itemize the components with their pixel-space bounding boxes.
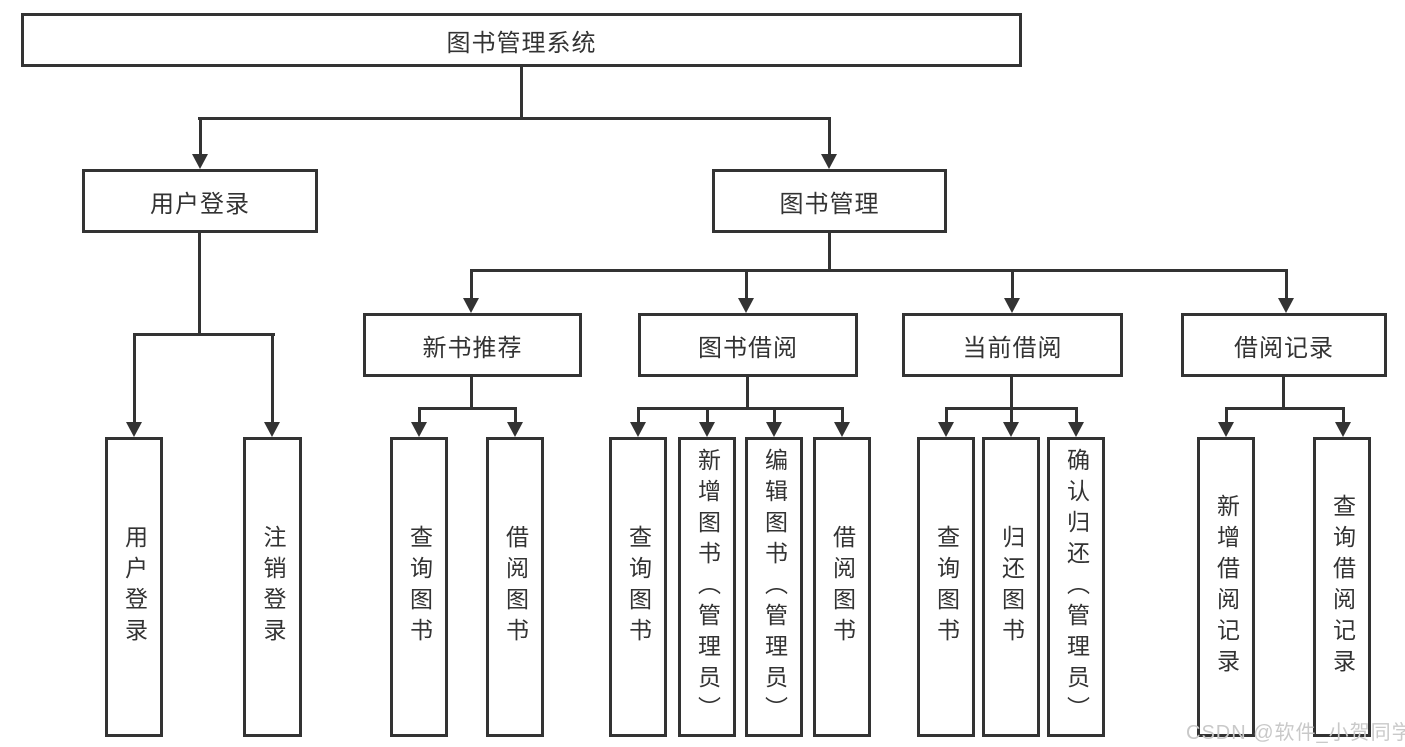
leaf-return-books: 归还图书 <box>982 437 1040 737</box>
leaf-label: 查询图书 <box>933 525 960 649</box>
node-label: 借阅记录 <box>1234 334 1334 362</box>
leaf-user-login: 用户登录 <box>105 437 163 737</box>
leaf-confirm-return-admin: 确认归还（管理员） <box>1047 437 1105 737</box>
leaf-label: 查询借阅记录 <box>1329 494 1356 680</box>
connector-new-book-distributor <box>418 407 517 410</box>
node-label: 用户登录 <box>150 190 250 218</box>
arrow-to-book-management <box>821 119 837 169</box>
leaf-borrow-books-under-book-borrow: 借阅图书 <box>813 437 871 737</box>
arrow-to-user-login <box>192 119 208 169</box>
arrow-to-leaf-confirm-return <box>1068 409 1084 437</box>
node-library-management-system: 图书管理系统 <box>21 13 1022 67</box>
connector-book-borrow-stem <box>746 376 749 410</box>
arrow-to-leaf-borrow-books-1 <box>507 409 523 437</box>
arrow-to-leaf-borrow-books-2 <box>834 409 850 437</box>
leaf-label: 编辑图书（管理员） <box>761 447 788 727</box>
connector-borrow-records-distributor <box>1225 407 1345 410</box>
connector-level3-distributor <box>470 269 1288 272</box>
leaf-label: 新增图书（管理员） <box>694 447 721 727</box>
leaf-query-borrow-record: 查询借阅记录 <box>1313 437 1371 737</box>
connector-book-borrow-distributor <box>637 407 844 410</box>
node-label: 图书管理系统 <box>446 29 597 57</box>
leaf-add-books-admin: 新增图书（管理员） <box>678 437 736 737</box>
arrow-to-leaf-add-books <box>699 409 715 437</box>
connector-current-borrow-distributor <box>945 407 1078 410</box>
leaf-label: 用户登录 <box>121 525 148 649</box>
connector-book-management-stem <box>828 231 831 272</box>
leaf-label: 确认归还（管理员） <box>1063 447 1090 727</box>
leaf-label: 注销登录 <box>260 525 286 649</box>
node-book-borrow: 图书借阅 <box>638 313 858 377</box>
leaf-edit-books-admin: 编辑图书（管理员） <box>745 437 803 737</box>
node-new-book-recommend: 新书推荐 <box>363 313 582 377</box>
node-current-borrow: 当前借阅 <box>902 313 1123 377</box>
arrow-to-leaf-user-login <box>126 335 142 437</box>
arrow-to-leaf-query-borrow-record <box>1335 409 1351 437</box>
leaf-label: 归还图书 <box>998 525 1025 649</box>
arrow-to-borrow-records <box>1278 271 1294 313</box>
arrow-to-leaf-query-books-3 <box>938 409 954 437</box>
leaf-logout-login: 注销登录 <box>243 437 302 737</box>
node-user-login: 用户登录 <box>82 169 318 233</box>
node-label: 图书管理 <box>779 190 880 218</box>
node-label: 当前借阅 <box>962 334 1063 362</box>
leaf-label: 新增借阅记录 <box>1213 494 1240 680</box>
connector-root-distributor <box>198 117 831 120</box>
connector-root-stem <box>520 65 523 120</box>
leaf-query-books-under-current-borrow: 查询图书 <box>917 437 975 737</box>
leaf-label: 借阅图书 <box>829 525 856 649</box>
arrow-to-leaf-query-books-2 <box>630 409 646 437</box>
node-borrow-records: 借阅记录 <box>1181 313 1387 377</box>
arrow-to-book-borrow <box>738 271 754 313</box>
leaf-borrow-books-under-new-book: 借阅图书 <box>486 437 544 737</box>
leaf-query-books-under-new-book: 查询图书 <box>390 437 448 737</box>
leaf-label: 查询图书 <box>625 525 652 649</box>
connector-user-login-distributor <box>133 333 275 336</box>
arrow-to-leaf-logout <box>264 335 280 437</box>
connector-new-book-stem <box>470 376 473 410</box>
connector-user-login-stem <box>198 232 201 336</box>
node-label: 图书借阅 <box>698 334 798 362</box>
leaf-label: 借阅图书 <box>502 525 529 649</box>
csdn-watermark: CSDN @软件_小贺同学 <box>1186 722 1405 744</box>
arrow-to-leaf-edit-books <box>766 409 782 437</box>
leaf-label: 查询图书 <box>406 525 433 649</box>
leaf-query-books-under-book-borrow: 查询图书 <box>609 437 667 737</box>
node-label: 新书推荐 <box>422 334 523 362</box>
arrow-to-leaf-return-books <box>1003 409 1019 437</box>
arrow-to-leaf-query-books-1 <box>411 409 427 437</box>
node-book-management: 图书管理 <box>712 169 947 233</box>
arrow-to-new-book-recommend <box>463 271 479 313</box>
connector-current-borrow-stem <box>1010 376 1013 410</box>
arrow-to-current-borrow <box>1004 271 1020 313</box>
connector-borrow-records-stem <box>1282 376 1285 410</box>
arrow-to-leaf-add-borrow-record <box>1218 409 1234 437</box>
leaf-add-borrow-record: 新增借阅记录 <box>1197 437 1255 737</box>
